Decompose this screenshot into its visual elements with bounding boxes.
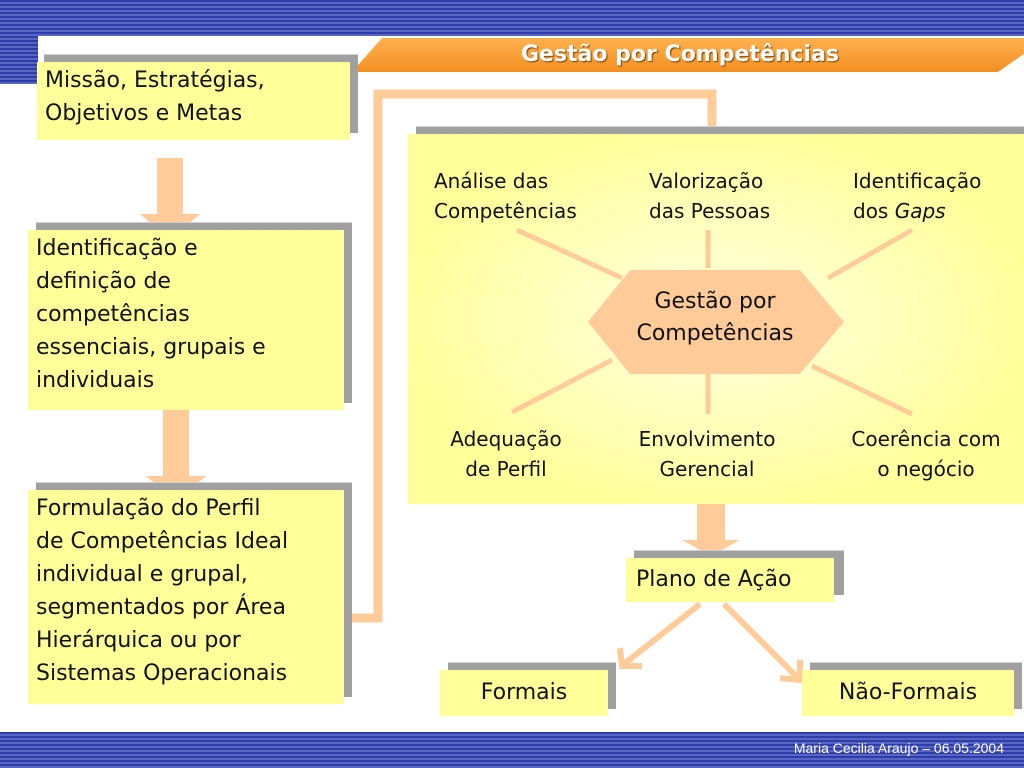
bottom-stripe-band (0, 732, 1024, 768)
gaps-italic: Gaps (894, 199, 946, 223)
gaps-line: dos Gaps (853, 196, 981, 226)
profile-line: individual e grupal, (36, 562, 248, 587)
identification-line: competências (36, 302, 190, 327)
valorization-line: Valorização (649, 169, 764, 193)
involvement-label: Envolvimento Gerencial (624, 424, 790, 484)
mission-line: Objetivos e Metas (45, 101, 243, 126)
arrow-shaft-1 (157, 158, 183, 216)
profile-line: Sistemas Operacionais (36, 661, 288, 686)
title-banner (352, 38, 1024, 72)
profile-line: segmentados por Área (36, 595, 286, 620)
analysis-line: Análise das (434, 169, 549, 193)
analysis-label: Análise das Competências (434, 166, 577, 226)
profile-line: Formulação do Perfil (36, 496, 261, 521)
adequacy-label: Adequação de Perfil (434, 424, 578, 484)
arrow-head-3 (682, 540, 740, 556)
center-label-line: Gestão por (654, 289, 776, 314)
analysis-line: Competências (434, 199, 577, 223)
valorization-label: Valorização das Pessoas (649, 166, 770, 226)
feedback-connector (350, 89, 717, 623)
ray-top-left (515, 227, 624, 281)
identification-box: Identificação e definição de competência… (28, 230, 344, 410)
valorization-line: das Pessoas (649, 199, 771, 223)
identification-line: definição de (36, 269, 171, 294)
gaps-prefix: dos (853, 199, 895, 223)
profile-box: Formulação do Perfil de Competências Ide… (28, 490, 344, 704)
mission-line: Missão, Estratégias, (45, 68, 265, 93)
footer-credit: Maria Cecilia Araujo – 06.05.2004 (793, 740, 1004, 756)
arrow-shaft-2 (163, 408, 189, 478)
adequacy-line: de Perfil (465, 457, 547, 481)
involvement-line: Gerencial (659, 457, 755, 481)
arrow-shaft-3 (697, 504, 725, 542)
identification-line: essenciais, grupais e (36, 335, 266, 360)
ray-bottom-right (810, 363, 914, 417)
involvement-line: Envolvimento (638, 427, 776, 451)
ray-top-right (826, 227, 914, 281)
top-stripe-band (0, 0, 1024, 36)
informal-box: Não-Formais (802, 670, 1014, 716)
ray-bottom-left (510, 357, 614, 415)
action-plan-box: Plano de Ação (626, 558, 834, 602)
center-label: Gestão por Competências (620, 286, 810, 350)
adequacy-line: Adequação (450, 427, 562, 451)
coherence-line: Coerência com (851, 427, 1001, 451)
split-line-left (622, 601, 702, 667)
center-label-line: Competências (636, 321, 794, 346)
top-left-stripe-tab (0, 36, 38, 84)
center-hexagon (588, 270, 844, 374)
split-arrow-right (779, 660, 803, 684)
gaps-label: Identificação dos Gaps (853, 166, 981, 226)
split-line-right (721, 601, 801, 681)
mission-box: Missão, Estratégias, Objetivos e Metas (37, 62, 350, 140)
formal-box: Formais (440, 670, 608, 716)
profile-line: de Competências Ideal (36, 529, 289, 554)
page-title: Gestão por Competências (520, 42, 840, 67)
coherence-line: o negócio (877, 457, 975, 481)
identification-line: individuais (36, 368, 155, 393)
profile-line: Hierárquica ou por (36, 628, 241, 653)
split-arrow-left (617, 647, 642, 669)
identification-line: Identificação e (36, 236, 198, 261)
coherence-label: Coerência com o negócio (836, 424, 1016, 484)
gaps-line: Identificação (853, 169, 982, 193)
